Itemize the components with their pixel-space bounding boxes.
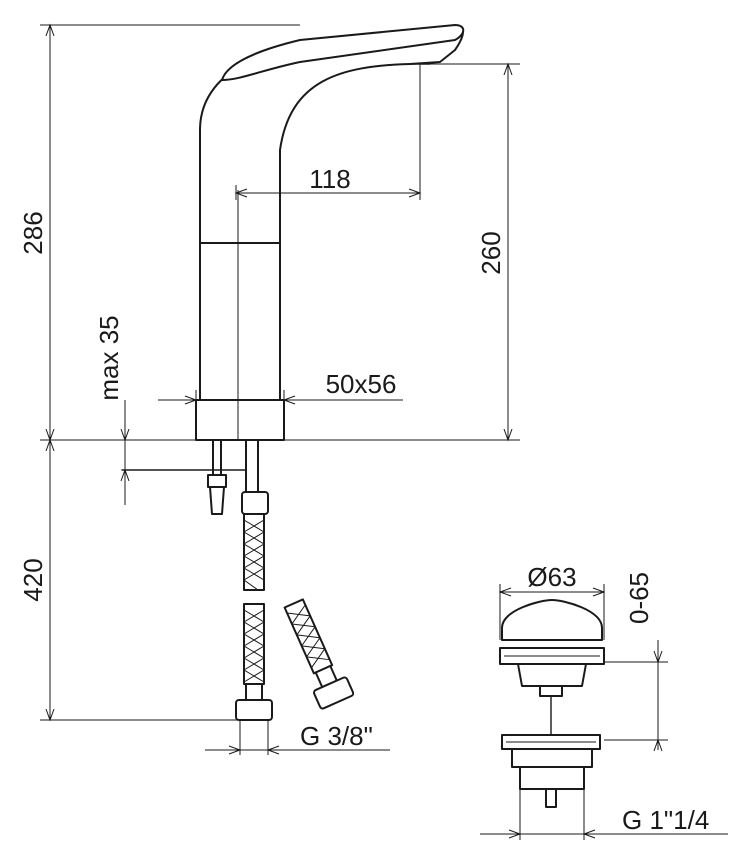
dim-118-label: 118 [309,164,350,194]
faucet-body-band [199,242,281,404]
faucet-drawing [121,24,465,721]
hose-bottom-nut [235,699,273,721]
fixing-nut [207,474,227,488]
faucet-lever [221,24,465,81]
dim-d63-label: Ø63 [527,562,576,592]
supply-pipe [245,439,259,493]
dim-max35-label: max 35 [94,315,124,400]
dim-286-label: 286 [18,211,48,254]
dim-50x56-label: 50x56 [326,369,397,399]
dim-065-label: 0-65 [624,572,654,624]
waste-lower-body [511,748,593,768]
faucet-base [195,399,285,441]
dim-260-label: 260 [476,231,506,274]
waste-drawing [499,599,605,808]
hose-top-nut [241,491,269,515]
waste-collar [539,685,563,697]
waste-body [517,663,587,687]
hose-bottom-ferrule [245,683,263,701]
waste-cap [501,599,603,641]
dimension-lines-waste [480,584,728,840]
waste-thread-body [519,766,585,790]
waste-pin [545,788,557,808]
dimension-lines-faucet [40,23,520,755]
dim-g38-label: G 3/8" [300,721,373,751]
dim-g114-label: G 1"1/4 [622,805,709,835]
dim-420-label: 420 [18,558,48,601]
hose-angled [283,598,355,710]
fixing-bolt [209,486,225,515]
